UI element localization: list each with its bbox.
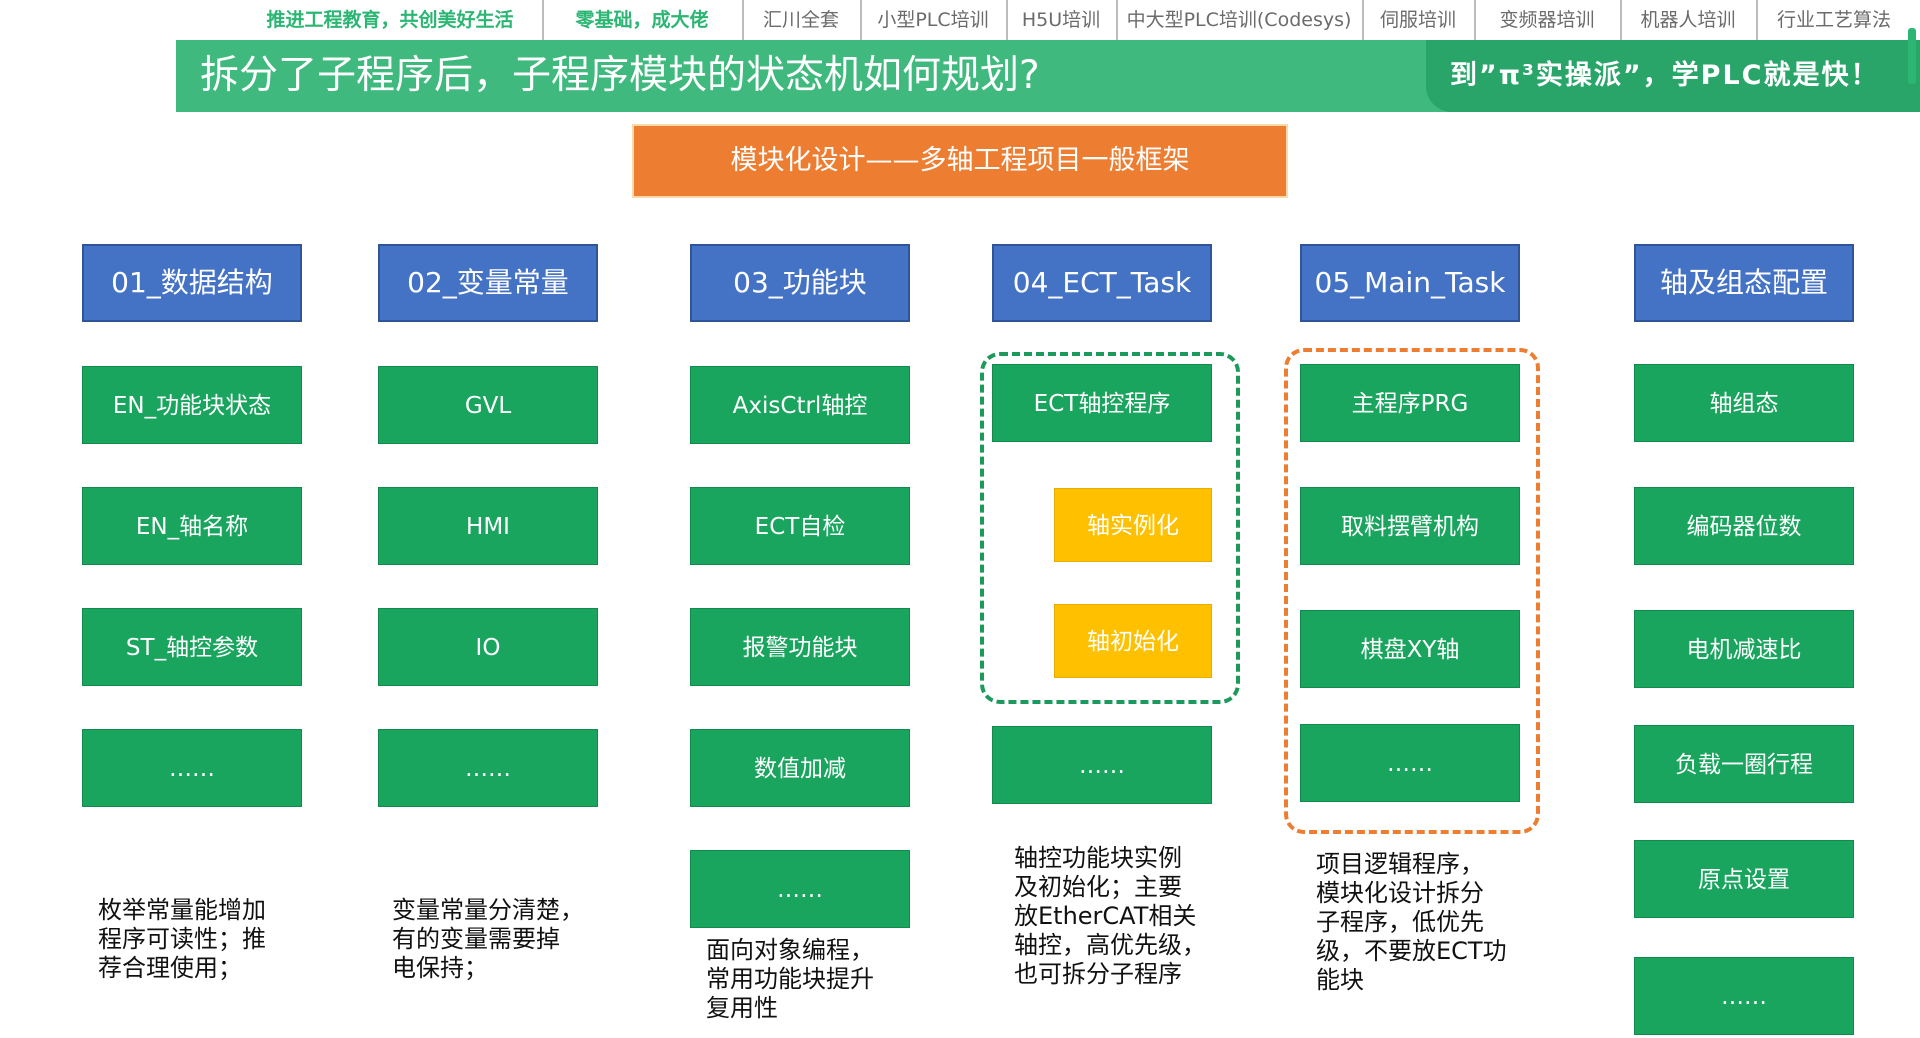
nav-item-inverter[interactable]: 变频器培训	[1474, 0, 1622, 40]
item-pick-swing-arm: 取料摆臂机构	[1300, 487, 1520, 565]
item-axis-ctrl: AxisCtrl轴控	[690, 366, 910, 444]
column-note: 变量常量分清楚， 有的变量需要掉 电保持；	[392, 896, 584, 982]
item-more: ……	[690, 850, 910, 928]
column-header-variables: 02_变量常量	[378, 244, 598, 322]
column-note: 面向对象编程， 常用功能块提升 复用性	[706, 936, 874, 1022]
column-header-axis-config: 轴及组态配置	[1634, 244, 1854, 322]
column-header-ect-task: 04_ECT_Task	[992, 244, 1212, 322]
item-ect-selfcheck: ECT自检	[690, 487, 910, 565]
subitem-axis-instance: 轴实例化	[1054, 488, 1212, 562]
nav-item-robot[interactable]: 机器人培训	[1620, 0, 1758, 40]
item-more: ……	[378, 729, 598, 807]
item-ect-axis-program: ECT轴控程序	[992, 364, 1212, 442]
item-hmi: HMI	[378, 487, 598, 565]
item-value-add-sub: 数值加减	[690, 729, 910, 807]
nav-item-huichuan[interactable]: 汇川全套	[742, 0, 862, 40]
column-header-main-task: 05_Main_Task	[1300, 244, 1520, 322]
item-more: ……	[82, 729, 302, 807]
nav-item-small-plc[interactable]: 小型PLC培训	[860, 0, 1008, 40]
item-more: ……	[1634, 957, 1854, 1035]
item-encoder-bits: 编码器位数	[1634, 487, 1854, 565]
item-io: IO	[378, 608, 598, 686]
nav-item-h5u[interactable]: H5U培训	[1006, 0, 1118, 40]
column-note: 枚举常量能增加 程序可读性；推 荐合理使用；	[98, 896, 266, 982]
item-axis-config: 轴组态	[1634, 364, 1854, 442]
framework-title: 模块化设计——多轴工程项目一般框架	[632, 124, 1288, 198]
column-header-function-blocks: 03_功能块	[690, 244, 910, 322]
item-alarm-fb: 报警功能块	[690, 608, 910, 686]
item-load-travel: 负载一圈行程	[1634, 725, 1854, 803]
item-main-prg: 主程序PRG	[1300, 364, 1520, 442]
item-xy-axis: 棋盘XY轴	[1300, 610, 1520, 688]
item-more: ……	[992, 726, 1212, 804]
item-home-setting: 原点设置	[1634, 840, 1854, 918]
item-gear-ratio: 电机减速比	[1634, 610, 1854, 688]
scroll-indicator	[1908, 28, 1916, 84]
slogan-badge: 到”π³实操派”，学PLC就是快！	[1426, 40, 1920, 112]
item-axis-name: EN_轴名称	[82, 487, 302, 565]
item-axis-params: ST_轴控参数	[82, 608, 302, 686]
ect-task-group-outline	[980, 352, 1240, 704]
item-gvl: GVL	[378, 366, 598, 444]
column-header-data-structure: 01_数据结构	[82, 244, 302, 322]
column-note: 轴控功能块实例 及初始化；主要 放EtherCAT相关 轴控，高优先级， 也可拆…	[1014, 844, 1206, 988]
nav-item-beginner[interactable]: 零基础，成大佬	[542, 0, 744, 40]
nav-item-servo[interactable]: 伺服培训	[1362, 0, 1476, 40]
subitem-axis-init: 轴初始化	[1054, 604, 1212, 678]
main-task-group-outline	[1284, 348, 1540, 834]
nav-item-codesys[interactable]: 中大型PLC培训(Codesys)	[1116, 0, 1364, 40]
item-more: ……	[1300, 724, 1520, 802]
page-title: 拆分了子程序后，子程序模块的状态机如何规划?	[200, 53, 1040, 98]
item-fb-state: EN_功能块状态	[82, 366, 302, 444]
nav-item-algorithm[interactable]: 行业工艺算法	[1776, 9, 1891, 31]
column-note: 项目逻辑程序， 模块化设计拆分 子程序，低优先 级，不要放ECT功 能块	[1316, 850, 1507, 994]
top-navigation: 推进工程教育，共创美好生活 零基础，成大佬 汇川全套 小型PLC培训 H5U培训…	[0, 0, 1920, 40]
nav-item-motto[interactable]: 推进工程教育，共创美好生活	[238, 0, 544, 40]
